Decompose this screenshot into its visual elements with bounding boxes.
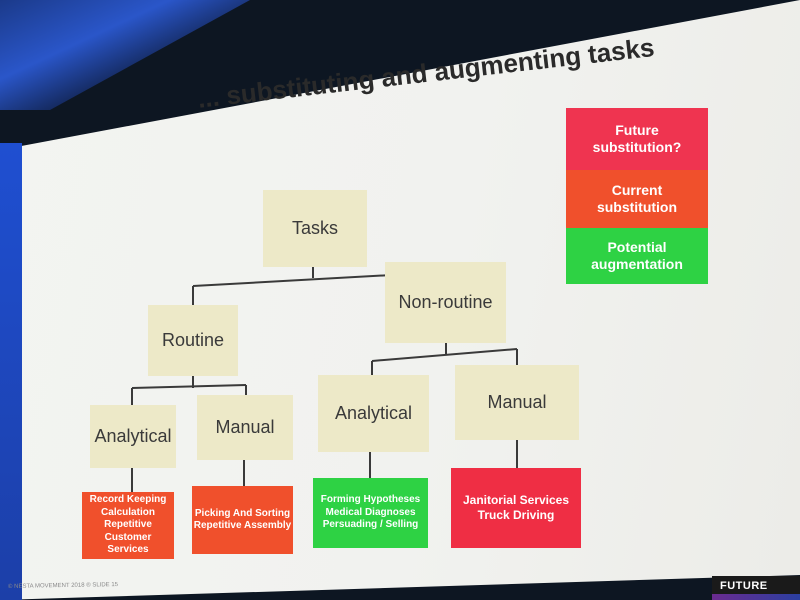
node-nonroutine-analytical: Analytical [318, 375, 429, 452]
leaf-routine-manual: Picking And Sorting Repetitive Assembly [192, 486, 293, 554]
node-routine: Routine [148, 305, 238, 376]
node-routine-analytical: Analytical [90, 405, 176, 468]
node-nonroutine-manual: Manual [455, 365, 579, 440]
leaf-nonroutine-analytical: Forming Hypotheses Medical Diagnoses Per… [313, 478, 428, 548]
node-non-routine: Non-routine [385, 262, 506, 343]
node-routine-manual: Manual [197, 395, 293, 460]
leaf-routine-analytical: Record Keeping Calculation Repetitive Cu… [82, 492, 174, 559]
connector-line [131, 384, 247, 389]
connector-line [371, 348, 518, 362]
legend-potential-augmentation: Potential augmentation [566, 228, 708, 284]
legend-current-substitution: Current substitution [566, 170, 708, 228]
leaf-nonroutine-manual: Janitorial Services Truck Driving [451, 468, 581, 548]
brand-color-bar [712, 594, 800, 600]
node-tasks: Tasks [263, 190, 367, 267]
legend-future-substitution: Future substitution? [566, 108, 708, 170]
slide-left-accent [0, 143, 22, 600]
